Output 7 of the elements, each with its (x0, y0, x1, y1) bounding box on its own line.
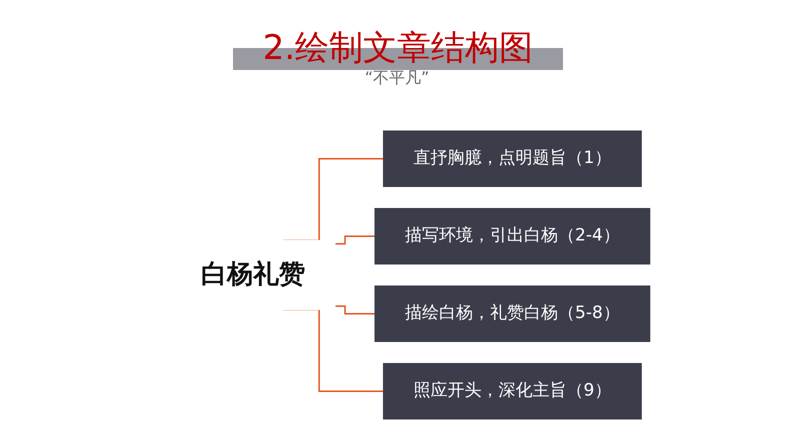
node-box: 直抒胸臆，点明题旨（1） (382, 130, 642, 187)
connector (334, 305, 375, 314)
subtitle-note: “不平凡” (364, 68, 430, 87)
connector (334, 236, 375, 245)
node-box: 描绘白杨，礼赞白杨（5-8） (374, 286, 650, 342)
node-box: 描写环境，引出白杨（2-4） (374, 208, 650, 264)
node-box: 照应开头，深化主旨（9） (382, 363, 642, 420)
